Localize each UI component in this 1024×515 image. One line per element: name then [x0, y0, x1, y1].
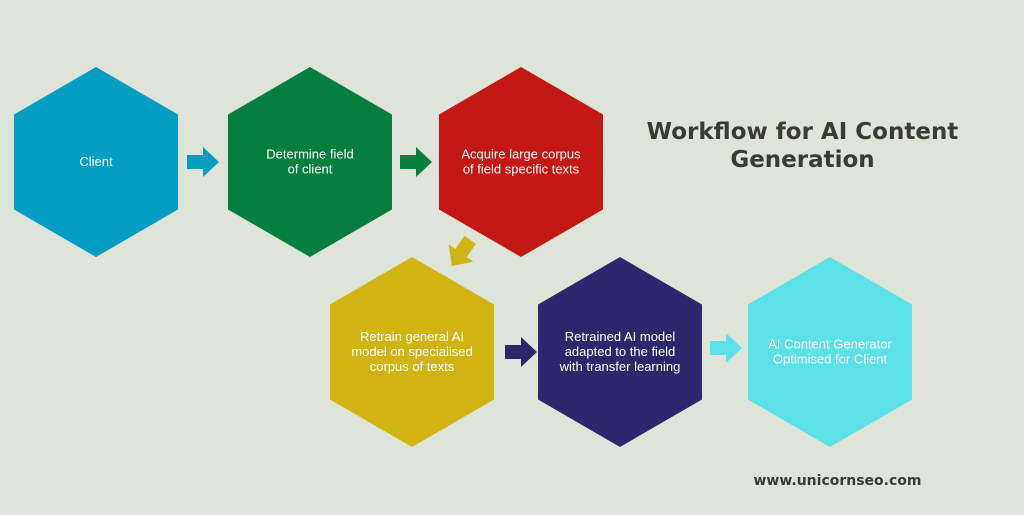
flow-arrow	[400, 147, 432, 177]
step-hexagon	[14, 67, 178, 257]
step-label: Retrained AI model	[565, 329, 676, 344]
step-label: Client	[79, 154, 113, 169]
step-label: corpus of texts	[370, 359, 455, 374]
website-url: www.unicornseo.com	[753, 473, 922, 489]
title-line-1: Workflow for AI Content	[646, 119, 959, 145]
step-hexagon	[330, 257, 494, 447]
step-hexagon	[228, 67, 392, 257]
step-label: adapted to the field	[565, 344, 676, 359]
step-label: model on specialised	[351, 344, 472, 359]
step-label: AI Content Generator	[768, 337, 892, 352]
step-label: with transfer learning	[559, 359, 681, 374]
step-hexagon	[439, 67, 603, 257]
flow-arrow	[187, 147, 219, 177]
diagram-title: Workflow for AI Content Generation	[610, 118, 995, 174]
step-label: Retrain general AI	[360, 329, 464, 344]
step-label: Determine field	[266, 147, 353, 162]
step-label: of field specific texts	[463, 162, 580, 177]
title-line-2: Generation	[730, 147, 875, 173]
step-label: Acquire large corpus	[461, 147, 581, 162]
step-hexagon	[748, 257, 912, 447]
flow-arrow	[710, 333, 742, 363]
step-label: Optimised for Client	[773, 352, 888, 367]
workflow-step: Client	[14, 67, 178, 257]
flow-arrow	[505, 337, 537, 367]
step-label: of client	[288, 162, 333, 177]
step-hexagon	[538, 257, 702, 447]
flow-arrow	[448, 235, 476, 267]
